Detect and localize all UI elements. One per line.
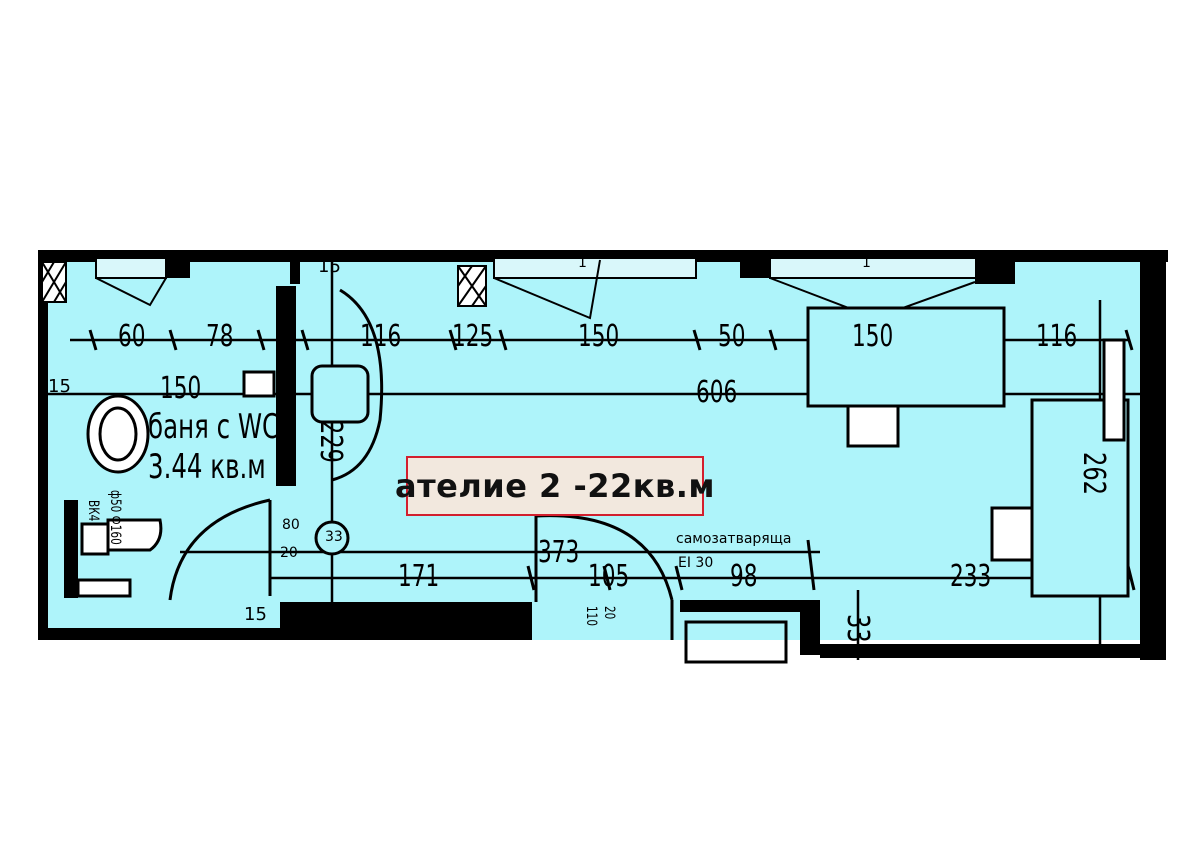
dim-right-15: 15 <box>1142 378 1165 399</box>
dim-v-33: 33 <box>840 614 875 643</box>
kitchen-fixtures <box>310 288 1130 598</box>
note-110: 110 <box>583 606 599 627</box>
dim-bottom-105: 105 <box>588 559 630 594</box>
note-shaft-33: 33 <box>325 529 343 545</box>
dim-top-15: 15 <box>318 256 341 277</box>
bath-name: баня с WC <box>148 407 280 447</box>
note-self-closing: самозатваряща <box>676 531 792 547</box>
dim-bottom-233: 233 <box>950 559 992 594</box>
dim-top-78: 78 <box>206 319 234 354</box>
dim-top-125: 125 <box>452 319 494 354</box>
note-win-1: 1 <box>578 255 587 271</box>
note-win-2: 1 <box>862 255 871 271</box>
dim-top-116a: 116 <box>360 319 402 354</box>
windows <box>95 257 977 279</box>
dim-v-229: 229 <box>313 420 348 463</box>
vent-hatches <box>41 261 487 307</box>
dim-top-150b: 150 <box>852 319 894 354</box>
dim-v-262: 262 <box>1076 452 1111 495</box>
note-20b: 20 <box>601 606 617 620</box>
note-80: 80 <box>282 517 300 533</box>
dim-mid-606: 606 <box>696 375 738 410</box>
dim-mid-150: 150 <box>160 371 202 406</box>
studio-label: ателие 2 -22кв.м <box>395 456 715 516</box>
bathroom-fixtures <box>76 370 276 601</box>
dim-top-60: 60 <box>118 319 146 354</box>
note-riser-1: ВК4 <box>85 500 101 522</box>
dim-bl-15: 15 <box>244 604 267 625</box>
dim-left-15: 15 <box>48 376 71 397</box>
note-20: 20 <box>280 545 298 561</box>
bath-area: 3.44 кв.м <box>148 447 266 487</box>
dim-bottom-373: 373 <box>538 535 580 570</box>
entrance-door <box>534 514 788 664</box>
studio-label-text: ателие 2 -22кв.м <box>394 467 716 505</box>
dim-top-150a: 150 <box>578 319 620 354</box>
note-door-code: EI 30 <box>678 555 714 571</box>
dim-top-50: 50 <box>718 319 746 354</box>
dim-bottom-98: 98 <box>730 559 758 594</box>
dim-bottom-171: 171 <box>398 559 440 594</box>
dim-top-116b: 116 <box>1036 319 1078 354</box>
note-riser-2: ф50 Ф160 <box>107 490 123 545</box>
